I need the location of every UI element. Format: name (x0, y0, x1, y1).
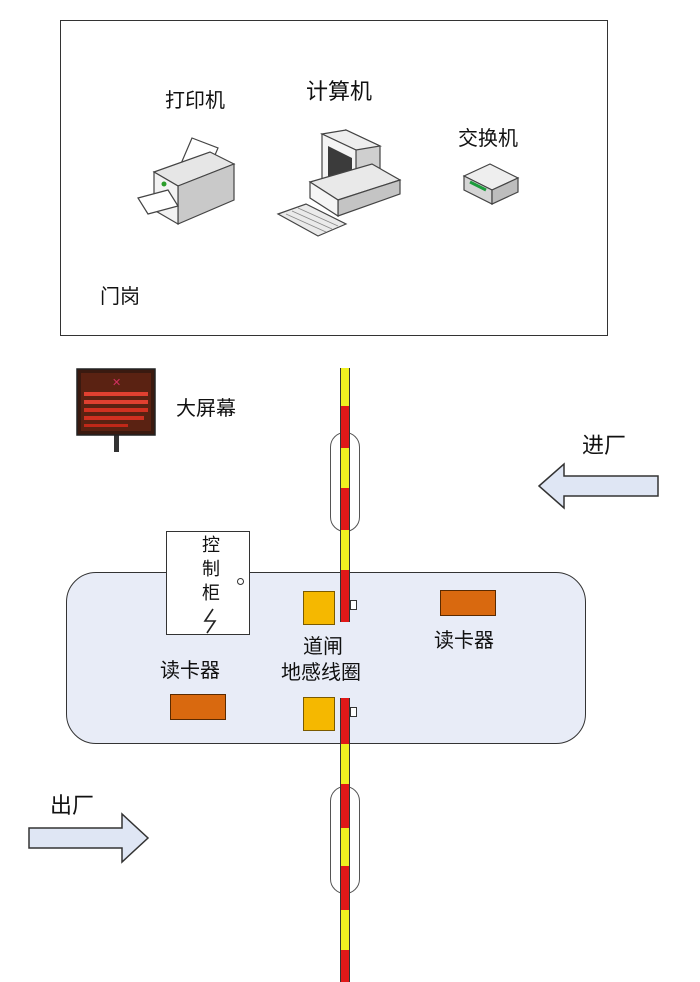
guardhouse-label: 门岗 (100, 284, 140, 308)
cabinet-lock-icon (237, 578, 244, 585)
barrier-hinge-upper (350, 600, 357, 610)
card-reader-right-label: 读卡器 (434, 628, 494, 652)
exit-arrow-icon (28, 812, 150, 864)
card-reader-left-label: 读卡器 (160, 658, 220, 682)
card-reader-left (170, 694, 226, 720)
control-cabinet-label: 控制柜 (202, 535, 220, 604)
printer-icon (137, 137, 236, 226)
printer-label: 打印机 (165, 88, 225, 112)
barrier-arm-upper (340, 368, 350, 622)
entry-label: 进厂 (582, 434, 627, 459)
barrier-hinge-lower (350, 707, 357, 717)
big-screen-label: 大屏幕 (176, 396, 236, 420)
computer-label: 计算机 (306, 80, 373, 105)
barrier-arm-lower (340, 698, 350, 982)
ground-loop-label: 地感线圈 (281, 660, 361, 684)
gate-label: 道闸 (303, 634, 343, 658)
led-display-screen-image: ✕ (76, 368, 156, 452)
network-switch-icon (462, 163, 520, 205)
svg-text:✕: ✕ (112, 376, 121, 389)
computer-icon (276, 129, 402, 237)
gate-unit-upper (303, 591, 335, 625)
guardhouse-box (60, 20, 608, 336)
exit-label: 出厂 (50, 794, 95, 819)
entry-arrow-icon (538, 462, 659, 510)
card-reader-right (440, 590, 496, 616)
gate-unit-lower (303, 697, 335, 731)
control-cabinet: 控制柜 (166, 531, 250, 635)
lightning-bolt-icon (203, 608, 217, 634)
switch-label: 交换机 (458, 126, 518, 150)
